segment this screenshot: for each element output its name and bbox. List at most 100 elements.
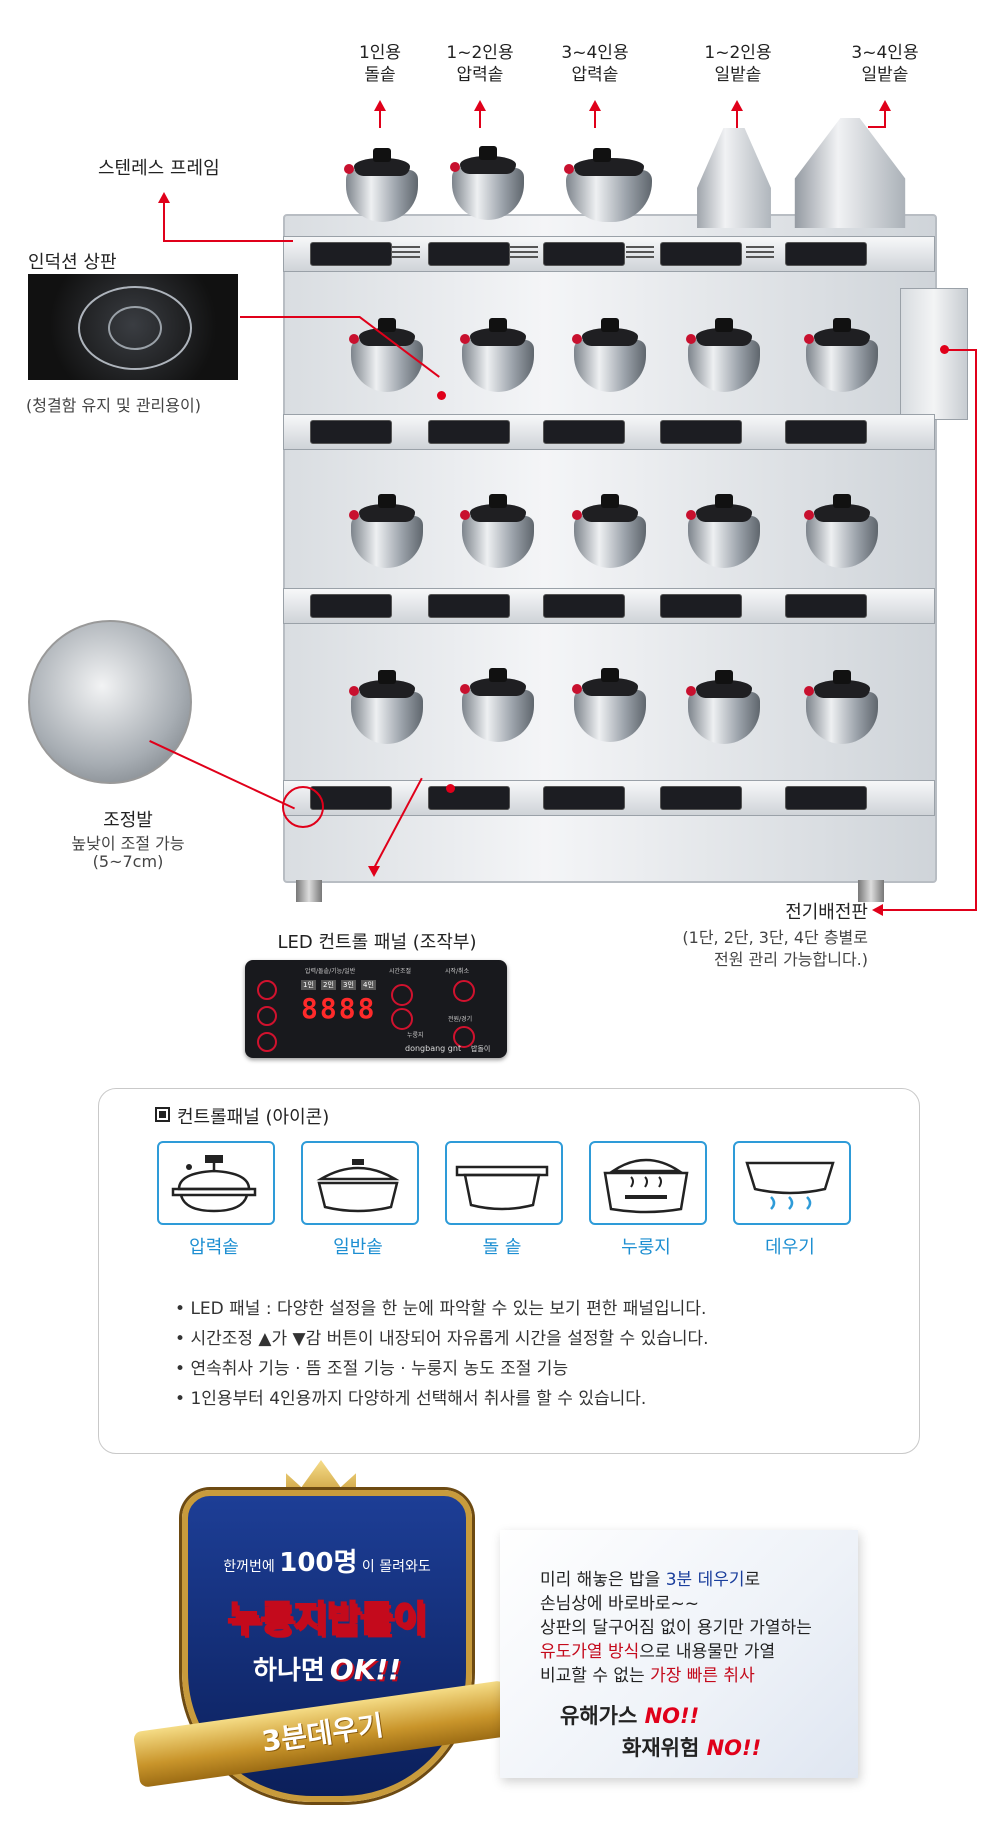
reheat-icon bbox=[745, 1161, 835, 1210]
callout-elec-title: 전기배전판 bbox=[785, 902, 868, 923]
pot-label-5: 3~4인용 일밭솥 bbox=[830, 42, 940, 86]
callout-line bbox=[944, 349, 977, 351]
callout-foot-title: 조정발 bbox=[103, 810, 153, 831]
badge-line1-post: 이 몰려와도 bbox=[361, 1559, 431, 1575]
arrow-line bbox=[479, 110, 481, 128]
icon-card-pressure bbox=[157, 1141, 275, 1225]
pot-label-size: 3~4인용 bbox=[561, 43, 629, 63]
arrow-line bbox=[594, 110, 596, 128]
shelf-control-panel bbox=[660, 420, 742, 444]
callout-line bbox=[149, 740, 296, 810]
pot-label-size: 1~2인용 bbox=[446, 43, 514, 63]
shelf-control-panel bbox=[428, 420, 510, 444]
pot-top-5 bbox=[794, 118, 906, 228]
shelf-control-panel bbox=[310, 420, 392, 444]
pot-top-1 bbox=[340, 148, 424, 222]
led-brand: dongbang gnt bbox=[405, 1044, 462, 1053]
pot-label-size: 3~4인용 bbox=[851, 43, 919, 63]
callout-line bbox=[163, 240, 293, 242]
led-size-3: 3인 bbox=[341, 980, 356, 990]
pot-label-3: 3~4인용 압력솥 bbox=[540, 42, 650, 86]
rack-foot bbox=[858, 880, 884, 902]
led-power-button[interactable] bbox=[453, 1026, 475, 1048]
callout-foot-note2: (5~7cm) bbox=[92, 852, 164, 871]
shelf-control-panel bbox=[310, 594, 392, 618]
vent-grille bbox=[392, 246, 420, 260]
stone-pot-icon bbox=[455, 1165, 549, 1211]
heading-square-icon bbox=[155, 1107, 170, 1122]
pot-shelf3-5 bbox=[800, 494, 884, 568]
pot-label-type: 일밭솥 bbox=[714, 65, 762, 85]
badge-line3-pre: 하나면 bbox=[253, 1656, 325, 1686]
note-no: NO!! bbox=[706, 1736, 762, 1760]
callout-circle bbox=[282, 786, 324, 828]
pot-label-type: 일밭솥 bbox=[861, 65, 909, 85]
shelf-control-panel bbox=[543, 420, 625, 444]
foot-closeup-photo bbox=[28, 620, 192, 784]
callout-elec-note1: (1단, 2단, 3단, 4단 층별로 bbox=[682, 928, 868, 947]
nurungji-icon bbox=[603, 1158, 689, 1214]
icon-label-pressure: 압력솥 bbox=[189, 1237, 239, 1258]
led-display: 8888 bbox=[301, 992, 377, 1025]
note-no-fire: 화재위험 NO!! bbox=[622, 1732, 761, 1762]
icon-label-pot: 일반솥 bbox=[333, 1237, 383, 1258]
led-start-button[interactable] bbox=[453, 980, 475, 1002]
pot-label-type: 압력솥 bbox=[456, 65, 504, 85]
shelf-control-panel bbox=[428, 242, 510, 266]
pot-shelf3-3 bbox=[568, 494, 652, 568]
vent-grille bbox=[746, 246, 774, 260]
shelf-control-panel bbox=[310, 242, 392, 266]
pot-shelf4-4 bbox=[682, 670, 766, 744]
callout-dot bbox=[437, 391, 446, 400]
pot-shelf2-1 bbox=[345, 318, 429, 392]
pot-shelf2-4 bbox=[682, 318, 766, 392]
led-mode-button[interactable] bbox=[257, 1006, 277, 1026]
badge-ok: OK!! bbox=[329, 1653, 401, 1686]
note-text: 미리 해놓은 밥을 bbox=[540, 1570, 666, 1590]
led-brand-sub: 밥돌이 bbox=[471, 1045, 491, 1053]
led-start-label: 시작/취소 bbox=[445, 968, 470, 975]
pot-label-1: 1인용 돌솥 bbox=[325, 42, 435, 86]
arrow-up-icon bbox=[731, 100, 743, 111]
shelf-control-panel bbox=[660, 786, 742, 810]
badge-title: 누룽지밥돌이 bbox=[227, 1598, 428, 1641]
note-highlight: 가장 빠른 취사 bbox=[650, 1666, 755, 1686]
arrow-up-icon bbox=[158, 192, 170, 203]
shelf-control-panel bbox=[428, 786, 510, 810]
pot-label-4: 1~2인용 일밭솥 bbox=[683, 42, 793, 86]
badge-line3: 하나면 OK!! bbox=[182, 1650, 472, 1687]
vent-grille bbox=[626, 246, 654, 260]
callout-line bbox=[240, 316, 360, 318]
shelf-control-panel bbox=[660, 242, 742, 266]
pot-shelf4-1 bbox=[345, 670, 429, 744]
arrow-line bbox=[868, 126, 885, 128]
pot-shelf2-2 bbox=[456, 318, 540, 392]
pot-label-size: 1인용 bbox=[358, 43, 402, 63]
note-text: 비교할 수 없는 bbox=[540, 1666, 651, 1686]
note-highlight: 유도가열 방식 bbox=[540, 1642, 640, 1662]
led-nurung-label: 누룽지 bbox=[407, 1032, 424, 1039]
callout-foot-note1: 높낮이 조절 가능 bbox=[71, 834, 185, 853]
led-down-button[interactable] bbox=[391, 1008, 413, 1030]
note-text: 으로 내용물만 가열 bbox=[639, 1642, 776, 1662]
vent-grille bbox=[510, 246, 538, 260]
led-size-4: 4인 bbox=[361, 980, 376, 990]
callout-led-title: LED 컨트롤 패널 (조작부) bbox=[277, 932, 477, 953]
led-size-2: 2인 bbox=[321, 980, 336, 990]
note-text: 화재위험 bbox=[622, 1736, 707, 1760]
note-highlight: 3분 데우기 bbox=[665, 1570, 745, 1590]
arrow-line bbox=[379, 110, 381, 128]
note-text: 로 bbox=[744, 1570, 761, 1590]
callout-frame: 스텐레스 프레임 bbox=[98, 158, 220, 179]
led-up-button[interactable] bbox=[391, 984, 413, 1006]
arrow-up-icon bbox=[374, 100, 386, 111]
badge-line1: 한꺼번에 100명 이 몰려와도 bbox=[182, 1542, 472, 1579]
pot-shelf2-5 bbox=[800, 318, 884, 392]
pot-label-2: 1~2인용 압력솥 bbox=[425, 42, 535, 86]
shelf-control-panel bbox=[543, 242, 625, 266]
led-mode-button[interactable] bbox=[257, 980, 277, 1000]
led-mode-button[interactable] bbox=[257, 1032, 277, 1052]
pot-shelf4-5 bbox=[800, 670, 884, 744]
pot-label-size: 1~2인용 bbox=[704, 43, 772, 63]
pot-shelf4-3 bbox=[568, 668, 652, 742]
